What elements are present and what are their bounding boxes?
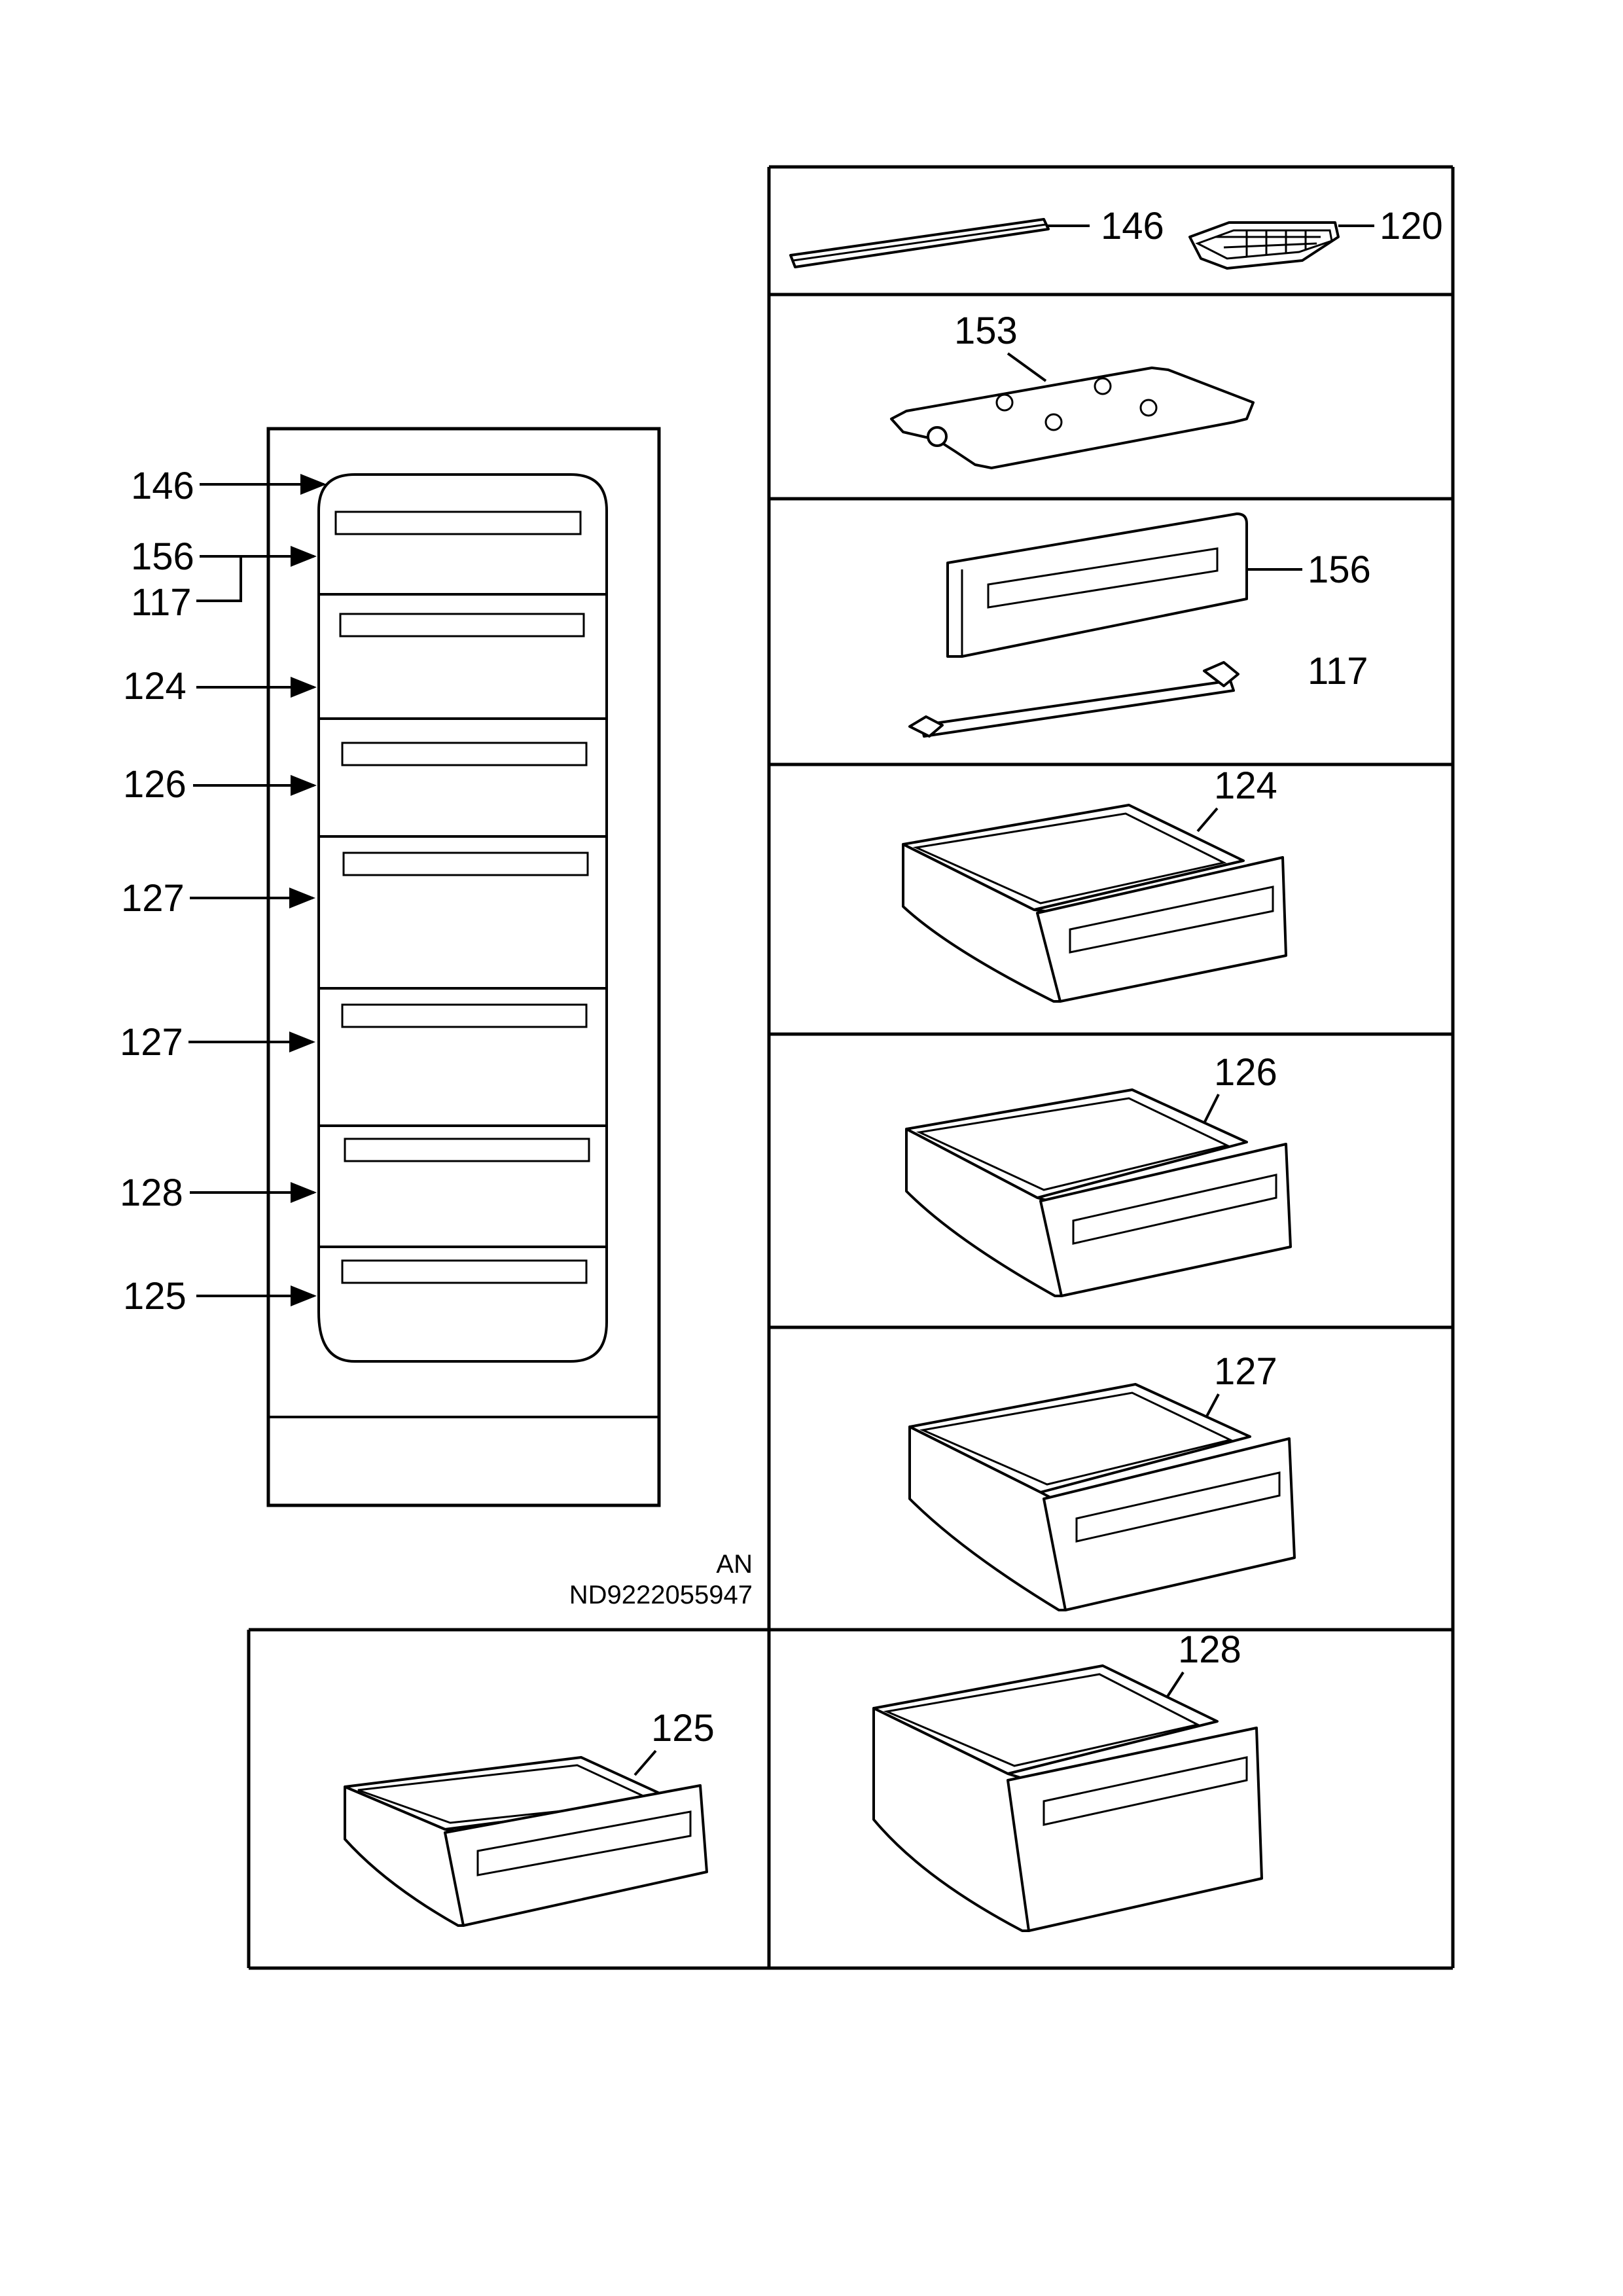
- callout-117: 117: [131, 581, 191, 624]
- leader-124-panel: [1196, 807, 1219, 833]
- panel-label-153: 153: [954, 310, 1018, 352]
- reference-code-an: AN: [716, 1550, 753, 1579]
- leader-117: [196, 556, 242, 602]
- panel-label-117: 117: [1308, 650, 1368, 692]
- drawer-handle: [342, 852, 589, 876]
- drawer-front-handle: [1069, 886, 1274, 954]
- rail-bracket: [1203, 661, 1240, 687]
- drawer-handle: [344, 1138, 590, 1162]
- panel-label-124: 124: [1214, 764, 1277, 807]
- panel-label-127: 127: [1214, 1350, 1277, 1393]
- panel-label-128: 128: [1178, 1628, 1241, 1671]
- plate-hole: [1139, 399, 1158, 417]
- rail-bracket: [908, 715, 944, 738]
- callout-146: 146: [131, 465, 194, 507]
- leader-153: [1007, 352, 1047, 382]
- callout-126: 126: [123, 763, 187, 806]
- leader-128-panel: [1164, 1671, 1185, 1702]
- cabinet-frame: [266, 427, 661, 1507]
- drawer-front-handle: [1043, 1756, 1248, 1826]
- callout-125: 125: [123, 1275, 187, 1318]
- drawer-handle: [334, 511, 582, 535]
- drawer-handle: [341, 742, 588, 766]
- callout-127-a: 127: [121, 877, 185, 920]
- rail-part: [920, 679, 1235, 738]
- panel-drawer-126: 126: [905, 1051, 1292, 1297]
- panel-plate: 153: [890, 310, 1255, 469]
- drawer-front-handle: [1075, 1471, 1281, 1543]
- drawer-tub-side: [908, 1426, 1067, 1611]
- panel-label-125: 125: [651, 1707, 715, 1749]
- drawer-stack-outline: [317, 473, 608, 1363]
- panel-strip-and-ice-tray: 146 120: [789, 205, 1443, 270]
- drawer-tub-inner: [883, 1673, 1201, 1767]
- cover-plate-part: [890, 367, 1255, 469]
- plate-hole: [995, 393, 1014, 412]
- leader-125-panel: [633, 1749, 657, 1776]
- panel-drawer-124: 124: [902, 764, 1287, 1003]
- ice-tray-grid: [1216, 230, 1321, 257]
- flap-handle: [987, 547, 1219, 609]
- drawer-front-handle: [476, 1810, 692, 1876]
- plate-hole: [1044, 413, 1063, 431]
- panel-label-146: 146: [1101, 205, 1164, 247]
- reference-code-number: ND9222055947: [569, 1581, 753, 1609]
- callout-156: 156: [131, 535, 194, 578]
- plate-hole: [1094, 377, 1112, 395]
- panel-flap-and-rail: 156 117: [908, 512, 1371, 738]
- drawer-tub-side: [872, 1707, 1030, 1932]
- drawer-tub-side: [905, 1128, 1063, 1297]
- callout-127-b: 127: [120, 1021, 183, 1064]
- drawer-handle: [339, 613, 585, 637]
- panel-drawer-125: 125: [344, 1707, 715, 1927]
- cabinet-overview: 146 156 117 124 126 127 127 128 125: [120, 427, 661, 1507]
- drawer-handle: [341, 1003, 588, 1028]
- panel-label-126: 126: [1214, 1051, 1277, 1094]
- drawer-tub-inner: [919, 1391, 1234, 1486]
- drawer-front: [1043, 1437, 1296, 1611]
- parts-grid: [247, 165, 1455, 1970]
- flap-part: [946, 512, 1248, 658]
- drawer-front: [1007, 1727, 1263, 1932]
- strip-edge: [793, 223, 1046, 262]
- drawer-tub-side: [344, 1785, 465, 1927]
- panel-label-156: 156: [1308, 548, 1371, 591]
- drawer-front: [1036, 856, 1287, 1003]
- drawer-tub-inner: [912, 812, 1227, 905]
- panel-drawer-128: 128: [872, 1628, 1263, 1932]
- callout-128: 128: [120, 1172, 183, 1214]
- ice-tray-rim: [1195, 229, 1333, 260]
- panel-drawer-127: 127: [908, 1350, 1296, 1611]
- drawer-front: [1039, 1143, 1292, 1297]
- drawer-handle: [341, 1259, 588, 1284]
- drawer-front-handle: [1072, 1174, 1277, 1245]
- leader-126-panel: [1202, 1094, 1220, 1126]
- drawer-tub-inner: [916, 1097, 1230, 1191]
- plate-peg: [927, 426, 948, 447]
- drawer-tub-side: [902, 843, 1061, 1003]
- callout-124: 124: [123, 665, 187, 708]
- panel-label-120: 120: [1380, 205, 1443, 247]
